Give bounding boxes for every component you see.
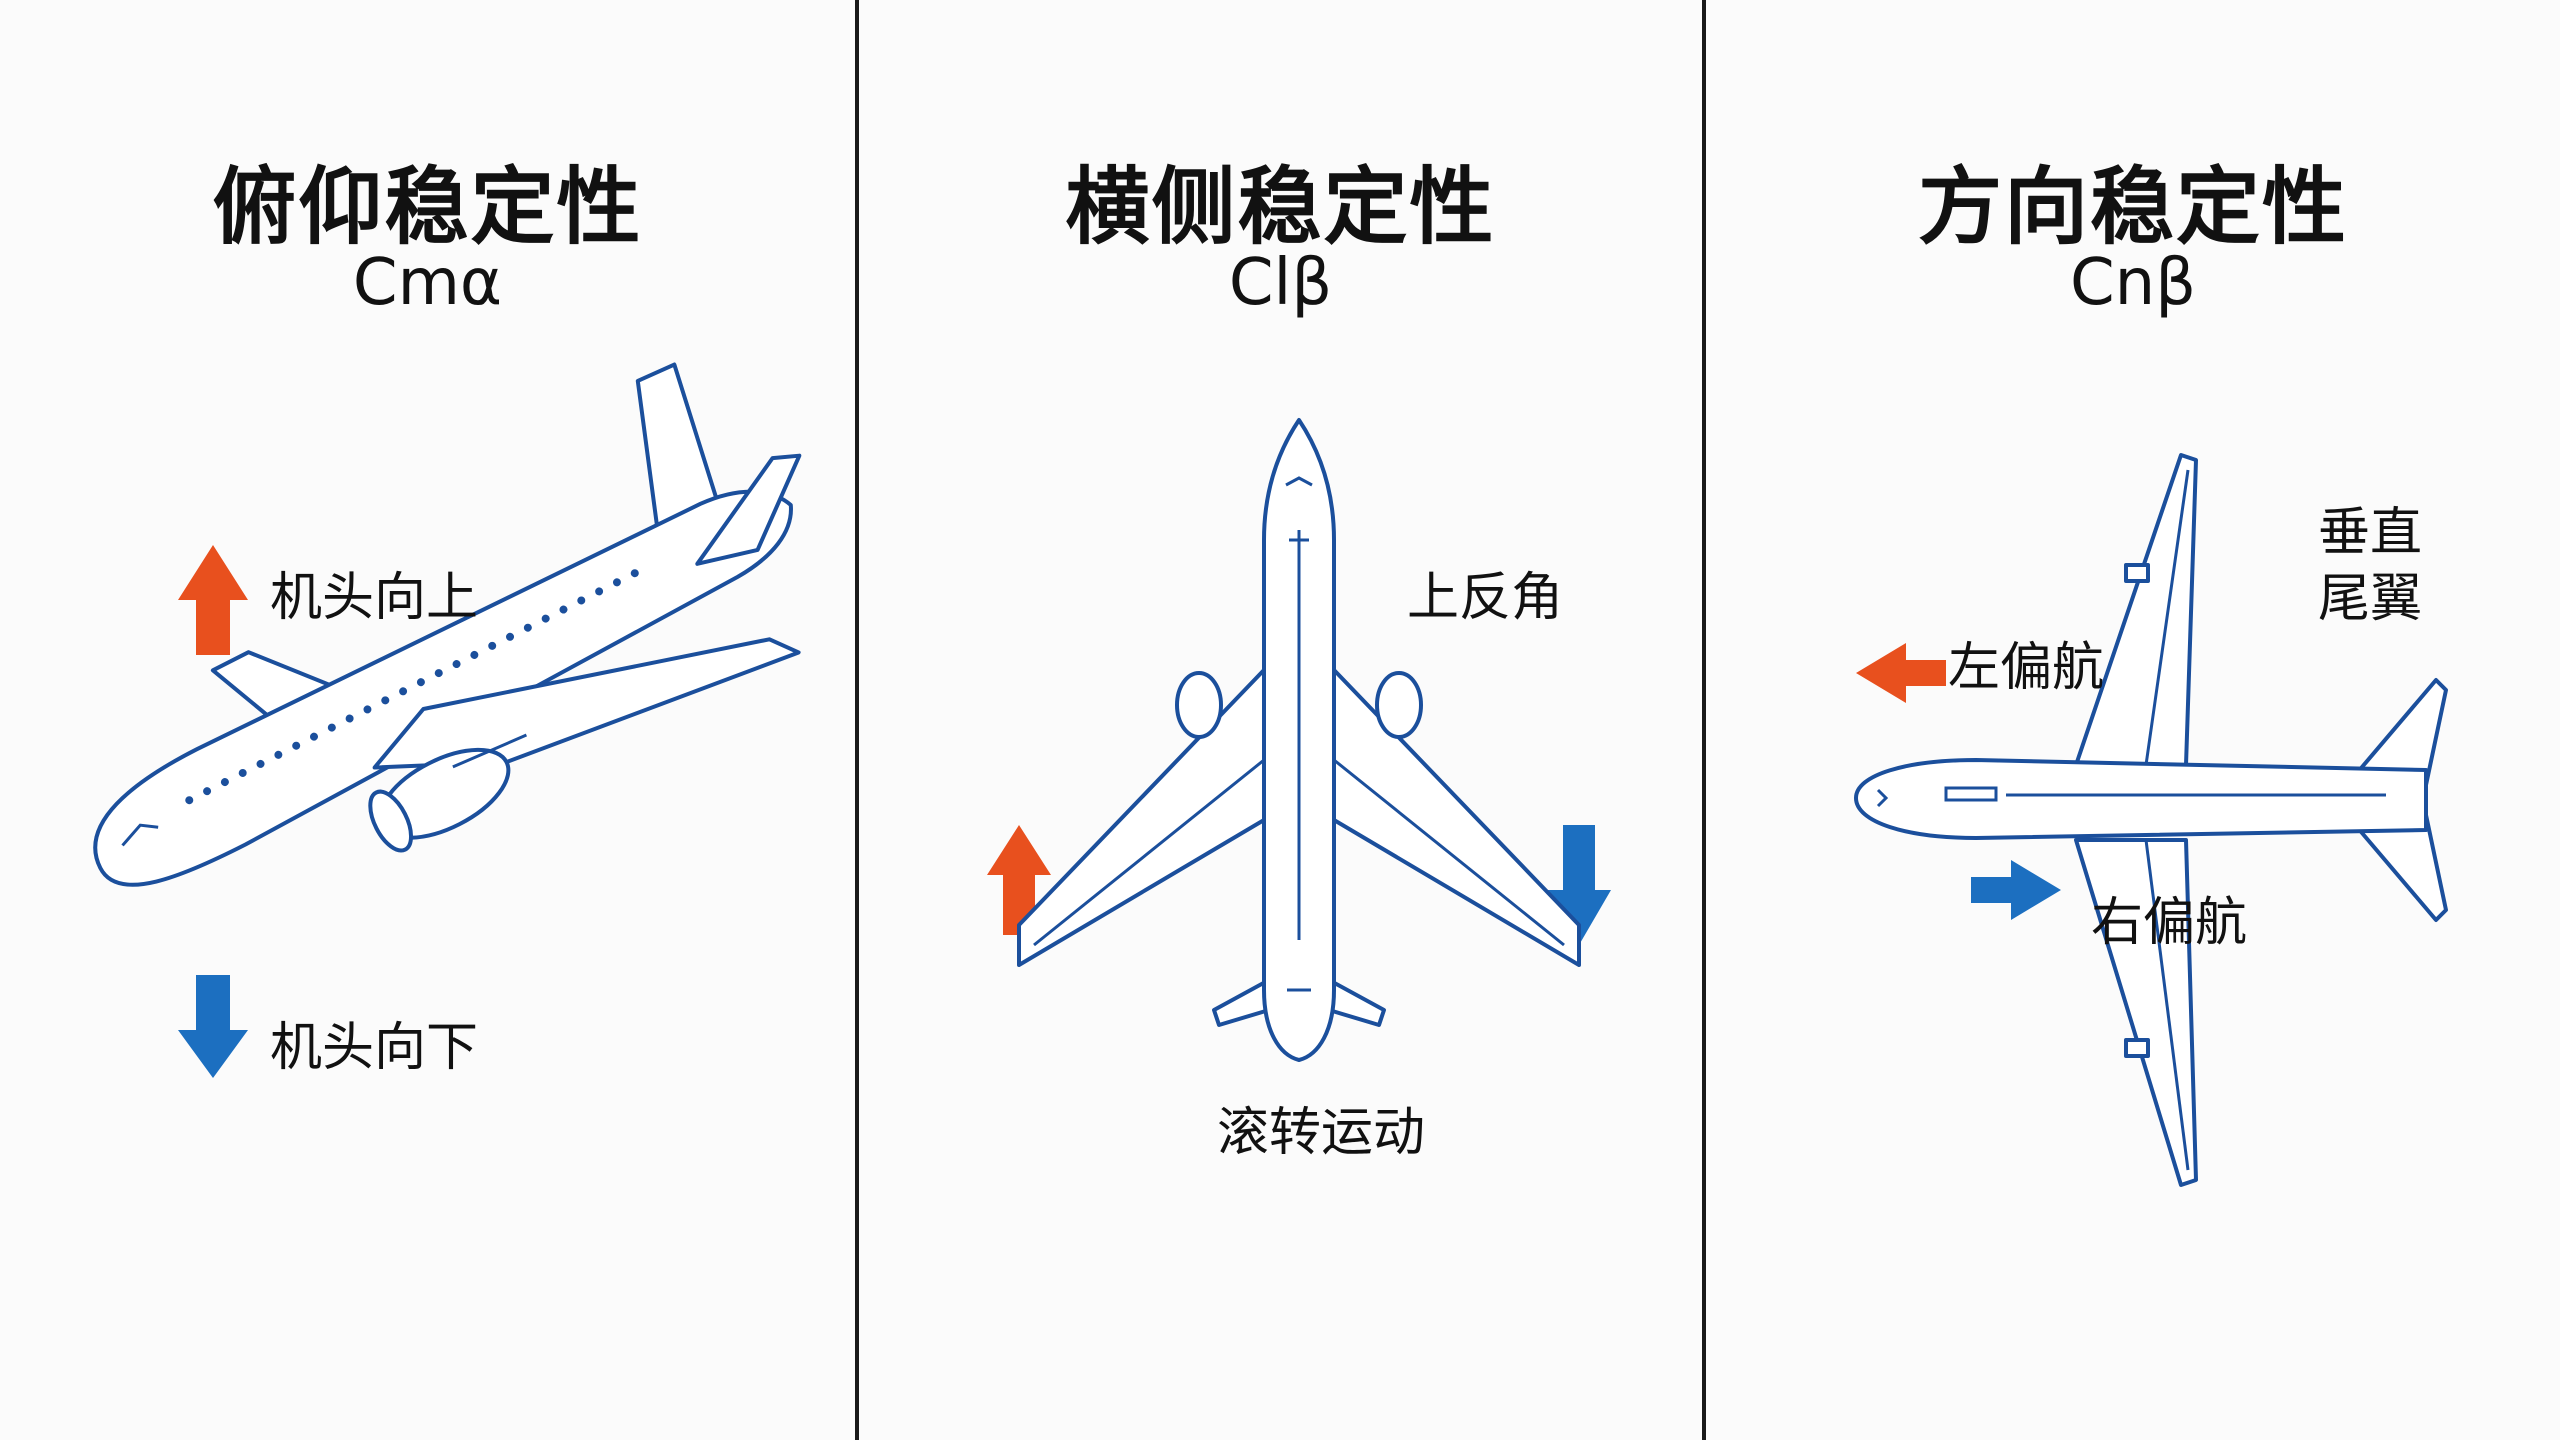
arrow-down-icon	[178, 975, 248, 1078]
label-nose-up: 机头向上	[270, 568, 479, 628]
arrow-left-icon	[1856, 643, 1946, 703]
label-dihedral: 上反角	[1407, 568, 1564, 628]
divider-right	[1702, 0, 1706, 1440]
panel-pitch: 俯仰稳定性 Cmα	[0, 0, 855, 1440]
pitch-illustration	[93, 362, 802, 1078]
label-fin-line1: 垂直	[2318, 503, 2423, 563]
label-fin-line2: 尾翼	[2318, 569, 2423, 629]
arrow-right-icon	[1971, 860, 2061, 920]
panel-title: 方向稳定性	[1917, 158, 2348, 256]
label-right-yaw: 右偏航	[2091, 893, 2248, 953]
directional-illustration	[1854, 453, 2448, 1187]
label-left-yaw: 左偏航	[1948, 638, 2105, 698]
window-row	[185, 569, 639, 805]
panel-title: 俯仰稳定性	[212, 158, 643, 256]
airplane-side-icon	[93, 362, 802, 887]
airplane-top-icon	[1017, 418, 1581, 1062]
label-nose-down: 机头向下	[270, 1018, 479, 1078]
panel-formula: Cmα	[352, 246, 503, 320]
lateral-illustration	[987, 418, 1611, 1062]
panel-lateral: 横侧稳定性 Clβ	[859, 0, 1702, 1440]
panel-title: 横侧稳定性	[1065, 158, 1496, 256]
label-roll-motion: 滚转运动	[1217, 1103, 1426, 1163]
panel-formula: Cnβ	[2069, 246, 2197, 320]
panel-directional: 方向稳定性 Cnβ	[1706, 0, 2560, 1440]
panel-formula: Clβ	[1228, 246, 1333, 320]
divider-left	[855, 0, 859, 1440]
arrow-up-icon	[178, 545, 248, 655]
airplane-top-icon	[1854, 453, 2448, 1187]
